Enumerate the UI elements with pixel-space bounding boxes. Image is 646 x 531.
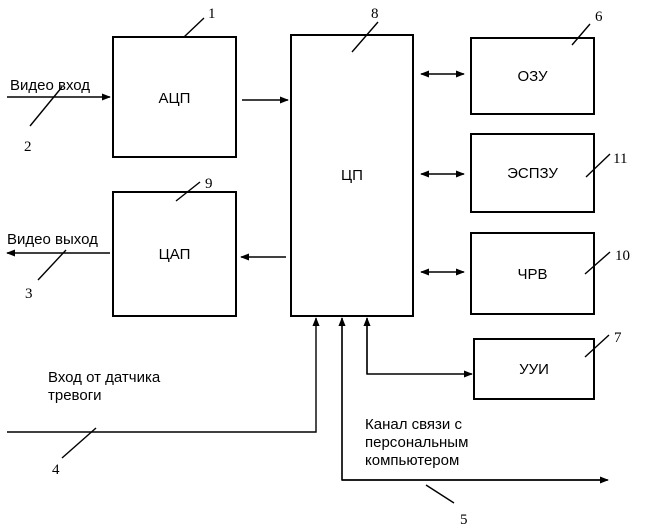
ref-number-1: 1: [208, 6, 216, 22]
ref-number-3: 3: [25, 286, 33, 302]
ref-number-10: 10: [615, 248, 630, 264]
alarm-label-line2: тревоги: [48, 387, 102, 404]
cpu-label: ЦП: [341, 167, 363, 184]
uui-label: УУИ: [519, 361, 549, 378]
pc-label-line2: персональным: [365, 434, 468, 451]
ref-number-11: 11: [613, 151, 627, 167]
rtc-label: ЧРВ: [517, 266, 547, 283]
ref-number-7: 7: [614, 330, 622, 346]
cpu-to-uui-arrow: [367, 318, 472, 374]
eeprom-label: ЭСПЗУ: [507, 165, 558, 182]
ref-number-4: 4: [52, 462, 60, 478]
leader-1: [184, 18, 204, 37]
pc-label-line1: Канал связи с: [365, 416, 462, 433]
ref-number-9: 9: [205, 176, 213, 192]
ram-label: ОЗУ: [517, 68, 548, 85]
ref-number-8: 8: [371, 6, 379, 22]
adc-label: АЦП: [159, 90, 191, 107]
video-in-label: Видео вход: [10, 77, 90, 94]
ref-number-5: 5: [460, 512, 468, 528]
leader-5: [426, 485, 454, 503]
ref-number-2: 2: [24, 139, 32, 155]
pc-label-line3: компьютером: [365, 452, 459, 469]
leader-3: [38, 250, 66, 280]
video-out-label: Видео выход: [7, 231, 98, 248]
alarm-label-line1: Вход от датчика: [48, 369, 161, 386]
dac-label: ЦАП: [159, 246, 191, 263]
ref-number-6: 6: [595, 9, 603, 25]
